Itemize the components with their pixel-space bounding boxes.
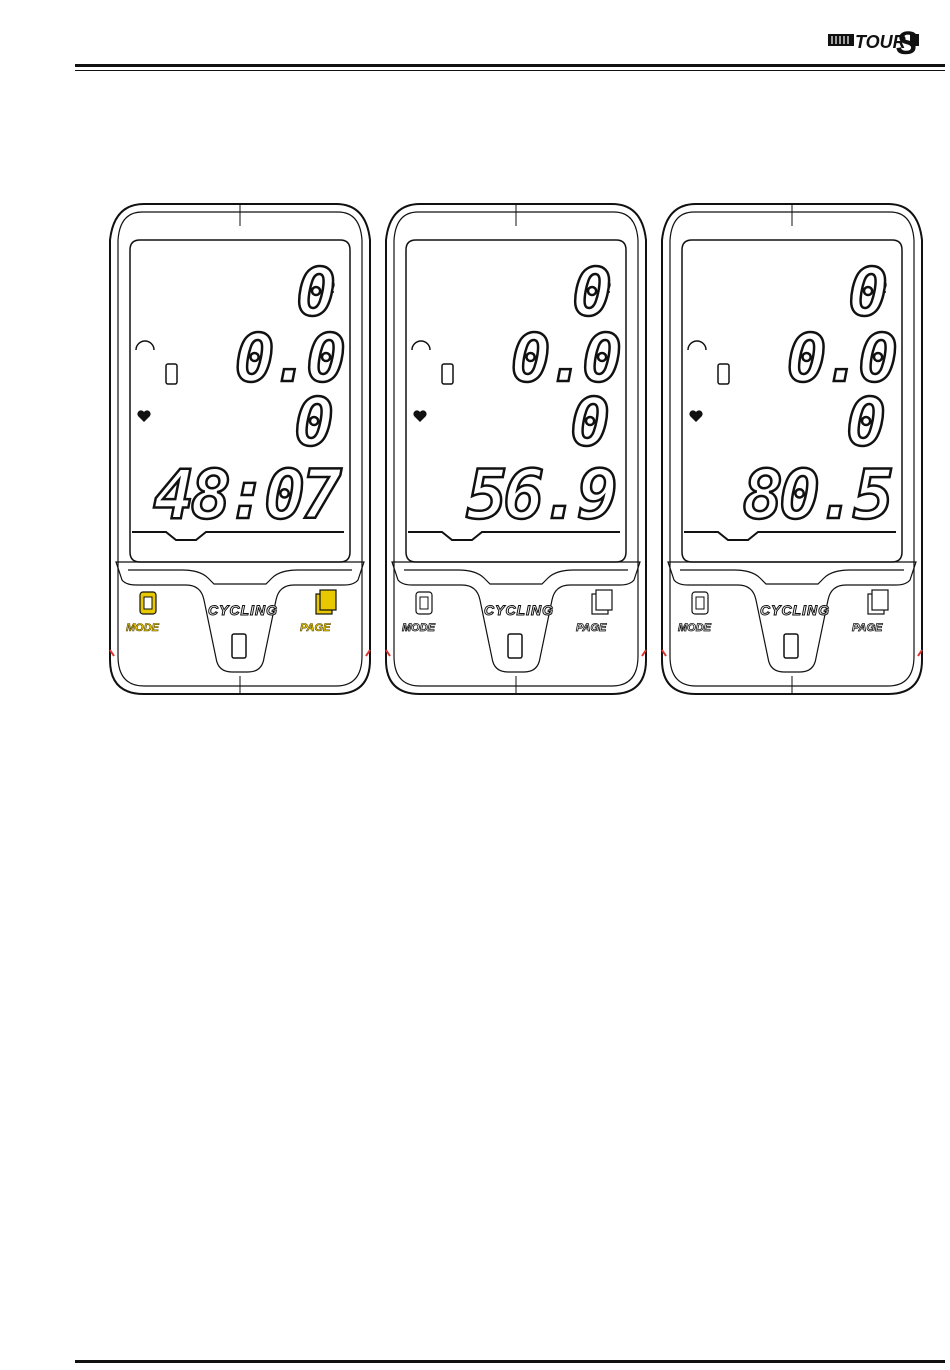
page-button-icon (592, 590, 612, 614)
header-rule-thin (75, 70, 945, 71)
device-2: 0 0.0 0 56.9 CYCLING MODE PAGE (380, 200, 652, 698)
page-button[interactable]: PAGE (852, 622, 882, 634)
mode-button-icon (692, 592, 708, 614)
row1-value: 0 (572, 260, 608, 326)
phone-icon (442, 364, 453, 384)
mode-button[interactable]: MODE (402, 622, 435, 634)
page-button[interactable]: PAGE (300, 622, 330, 634)
row1-value: 0 (848, 260, 884, 326)
row2-value: 0.0 (511, 326, 618, 392)
page-button[interactable]: PAGE (576, 622, 606, 634)
mode-button-icon (416, 592, 432, 614)
mode-button-icon (140, 592, 156, 614)
device-3: 0 0.0 0 80.5 CYCLING MODE PAGE (656, 200, 928, 698)
center-phone-icon (784, 634, 798, 658)
row4-value: 80.5 (742, 462, 890, 530)
sport-label: CYCLING (740, 602, 850, 618)
row4-value: 48:07 (153, 462, 338, 530)
center-phone-icon (508, 634, 522, 658)
mode-button[interactable]: MODE (678, 622, 711, 634)
header-rule (75, 64, 945, 67)
page-button-icon (868, 590, 888, 614)
row4-value: 56.9 (466, 462, 614, 530)
row3-value: 0 (294, 390, 330, 456)
phone-icon (718, 364, 729, 384)
phone-icon (166, 364, 177, 384)
page-button-icon (316, 590, 336, 614)
footer-rule (75, 1360, 945, 1363)
row3-value: 0 (570, 390, 606, 456)
row1-value: 0 (296, 260, 332, 326)
device-1: 0 0.0 0 48:07 CYCLING MODE PAGE (104, 200, 376, 698)
row2-value: 0.0 (787, 326, 894, 392)
row2-value: 0.0 (235, 326, 342, 392)
center-phone-icon (232, 634, 246, 658)
tour-s-logo: TOUR S (826, 24, 921, 62)
sport-label: CYCLING (464, 602, 574, 618)
row3-value: 0 (846, 390, 882, 456)
sport-label: CYCLING (188, 602, 298, 618)
mode-button[interactable]: MODE (126, 622, 159, 634)
